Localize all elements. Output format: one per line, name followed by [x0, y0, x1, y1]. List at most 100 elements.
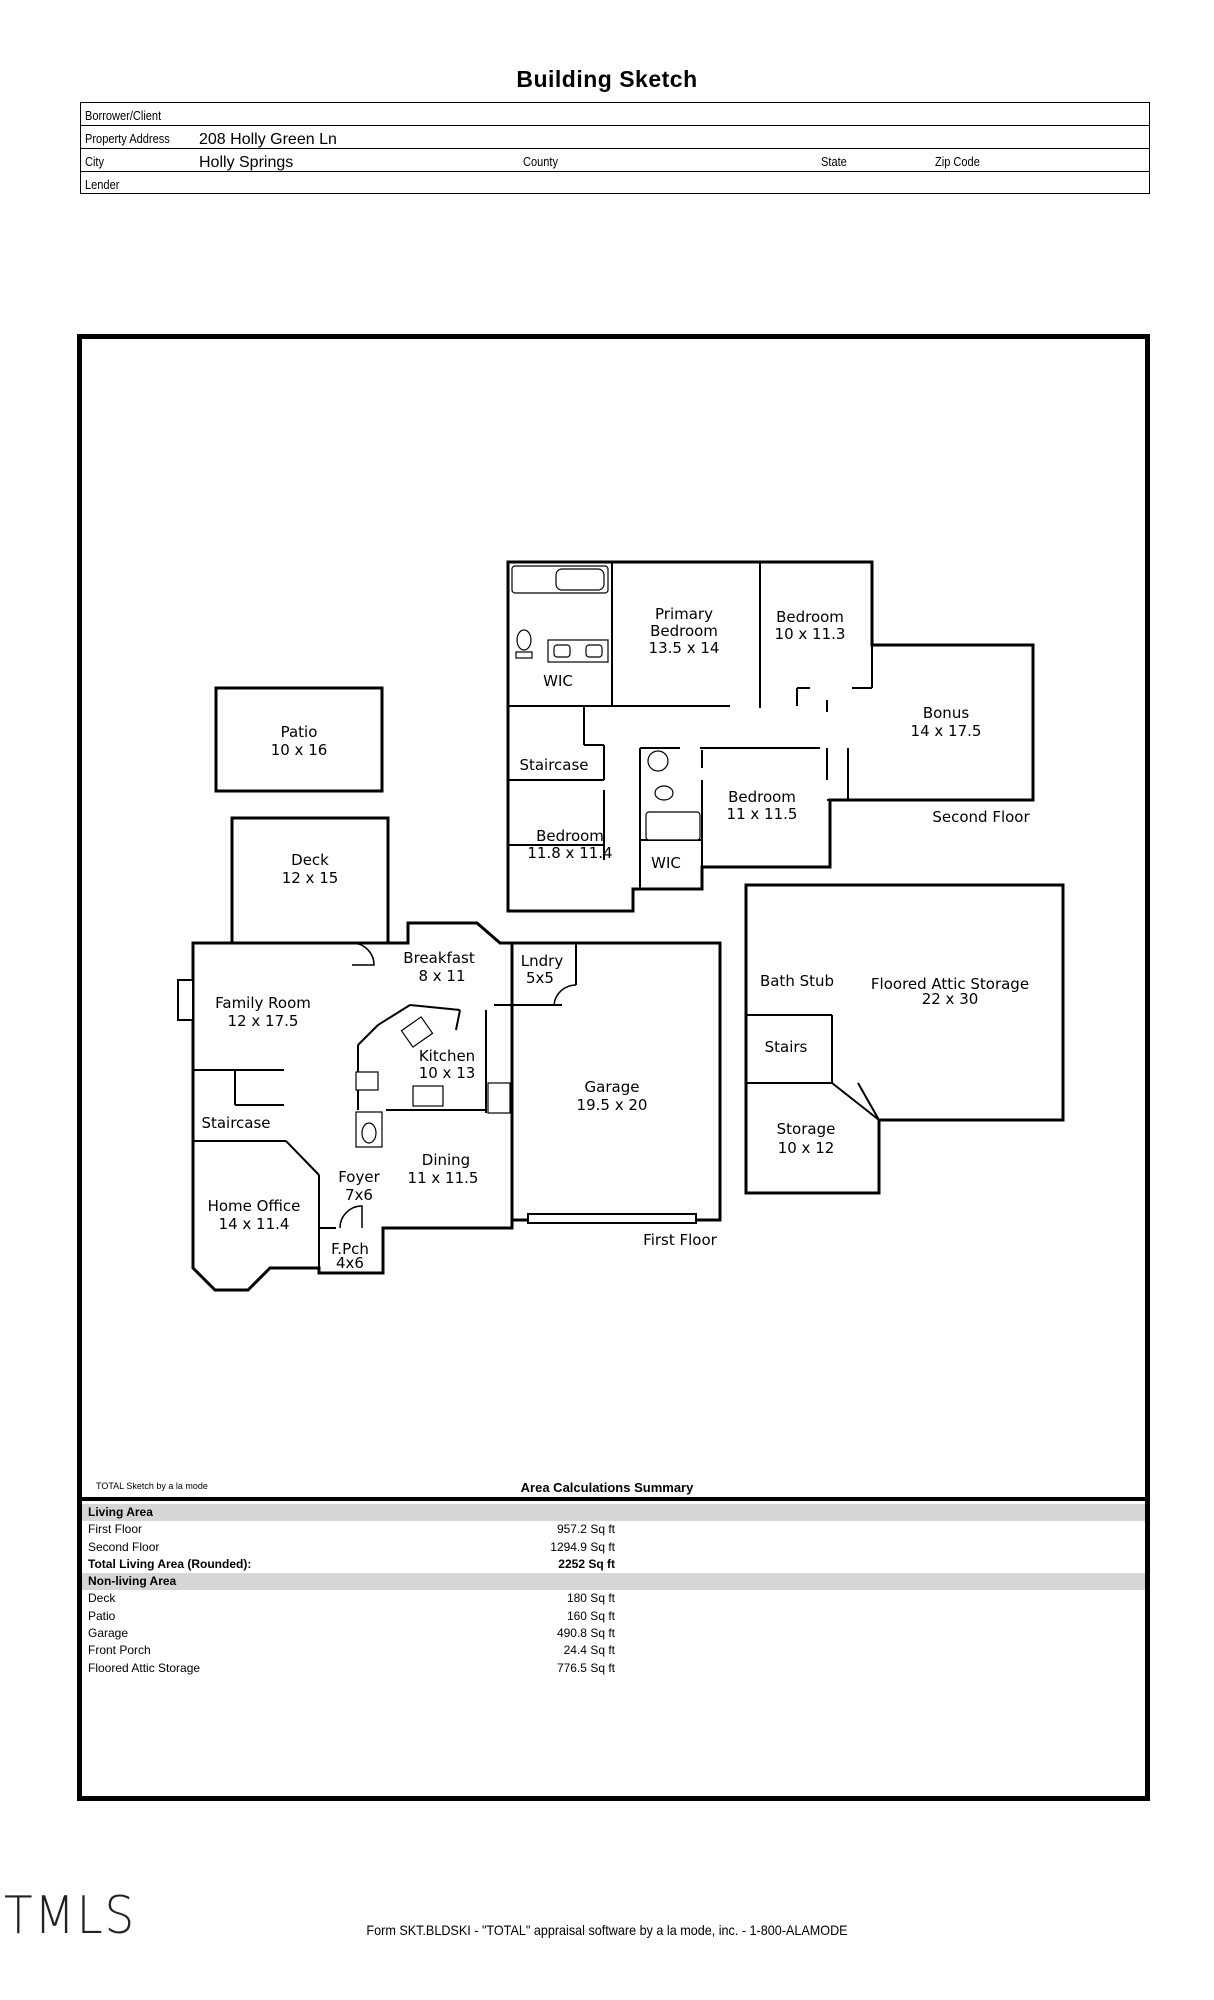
door-swing — [339, 1205, 363, 1229]
room-laundry-size: 5x5 — [526, 969, 554, 987]
room-home-office: Home Office — [208, 1197, 301, 1215]
room-stairs: Stairs — [765, 1038, 808, 1056]
summary-divider — [77, 1497, 1150, 1501]
room-foyer: Foyer — [338, 1168, 380, 1186]
sink — [647, 750, 669, 772]
bathtub — [645, 811, 701, 841]
bathtub-inner — [555, 568, 605, 591]
toilet — [654, 785, 674, 801]
sink — [355, 1071, 379, 1091]
room-home-office-size: 14 x 11.4 — [219, 1215, 290, 1233]
sketch-frame — [77, 334, 1150, 1801]
lender-row: Lender — [81, 172, 1149, 195]
room-family: Family Room — [215, 994, 311, 1012]
room-dining: Dining — [422, 1151, 470, 1169]
room-laundry: Lndry — [521, 952, 564, 970]
address-label: Property Address — [85, 131, 170, 146]
address-row: Property Address 208 Holly Green Ln — [81, 126, 1149, 149]
room-storage-size: 10 x 12 — [778, 1139, 835, 1157]
room-staircase-lower: Staircase — [201, 1114, 270, 1132]
room-bedroom-c: Bedroom — [536, 827, 604, 845]
room-bedroom-c-size: 11.8 x 11.4 — [527, 844, 612, 862]
summary-title: Area Calculations Summary — [520, 1480, 694, 1495]
lender-label: Lender — [85, 177, 120, 192]
nonliving-area-header: Non-living Area — [82, 1573, 1145, 1591]
wall — [455, 1009, 461, 1031]
toilet — [361, 1122, 377, 1144]
first-floor-outline — [191, 921, 722, 1292]
second-floor-outline — [506, 560, 1035, 913]
room-bedroom-b: Bedroom — [728, 788, 796, 806]
patio-outline — [214, 686, 384, 793]
room-front-porch: F.Pch — [331, 1240, 369, 1258]
door-swing — [553, 984, 577, 1006]
room-bedroom-a: Bedroom — [776, 608, 844, 626]
sink — [553, 644, 571, 658]
living-area-header: Living Area — [82, 1504, 1145, 1522]
wall — [857, 1082, 880, 1121]
room-patio: Patio — [281, 723, 318, 741]
wall — [357, 1024, 379, 1046]
property-header-table: Borrower/Client Property Address 208 Hol… — [80, 102, 1150, 194]
room-bath-stub: Bath Stub — [760, 972, 834, 990]
city-row: City Holly Springs County State Zip Code — [81, 149, 1149, 172]
room-family-size: 12 x 17.5 — [228, 1012, 299, 1030]
room-deck: Deck — [291, 851, 329, 869]
county-label: County — [523, 154, 559, 169]
room-primary-bedroom-l2: Bedroom — [650, 622, 718, 640]
wall — [285, 1140, 320, 1176]
toilet — [516, 629, 532, 651]
borrower-label: Borrower/Client — [85, 108, 162, 123]
state-label: State — [821, 154, 847, 169]
room-primary-bedroom-l1: Primary — [655, 605, 713, 623]
address-value: 208 Holly Green Ln — [199, 131, 337, 148]
room-kitchen: Kitchen — [419, 1047, 475, 1065]
room-primary-bedroom-size: 13.5 x 14 — [649, 639, 720, 657]
sink — [585, 644, 603, 658]
room-attic: Floored Attic Storage — [871, 975, 1029, 993]
room-breakfast-size: 8 x 11 — [418, 967, 465, 985]
fridge — [487, 1082, 511, 1114]
room-wic-upper: WIC — [543, 672, 573, 690]
room-foyer-size: 7x6 — [345, 1186, 373, 1204]
toilet-tank — [515, 651, 533, 659]
room-bonus: Bonus — [923, 704, 969, 722]
sink — [400, 1016, 434, 1048]
form-footer: Form SKT.BLDSKI - "TOTAL" appraisal soft… — [366, 1922, 848, 1938]
city-value: Holly Springs — [199, 154, 294, 171]
room-bedroom-b-size: 11 x 11.5 — [727, 805, 798, 823]
room-bedroom-a-size: 10 x 11.3 — [775, 625, 846, 643]
sketch-credit: TOTAL Sketch by a la mode — [96, 1481, 208, 1491]
room-wic-lower: WIC — [651, 854, 681, 872]
wall — [377, 1004, 411, 1026]
floor-plan: Primary Bedroom 13.5 x 14 Bedroom 10 x 1… — [177, 560, 1065, 1292]
wall — [831, 1082, 880, 1121]
room-front-porch-size: 4x6 — [336, 1254, 364, 1272]
room-dining-size: 11 x 11.5 — [408, 1169, 479, 1187]
second-floor-label: Second Floor — [932, 808, 1030, 826]
zip-label: Zip Code — [935, 154, 980, 169]
page-title: Building Sketch — [516, 66, 698, 92]
room-breakfast: Breakfast — [403, 949, 475, 967]
room-bonus-size: 14 x 17.5 — [911, 722, 982, 740]
wall — [409, 1004, 461, 1011]
room-attic-size: 22 x 30 — [922, 990, 979, 1008]
door-swing — [351, 942, 375, 966]
city-label: City — [85, 154, 105, 169]
cooktop — [412, 1085, 444, 1107]
borrower-row: Borrower/Client — [81, 103, 1149, 126]
room-storage: Storage — [777, 1120, 836, 1138]
garage-door — [527, 1213, 697, 1224]
room-patio-size: 10 x 16 — [271, 741, 328, 759]
tmls-logo: TMLS — [4, 1886, 136, 1946]
room-garage-size: 19.5 x 20 — [577, 1096, 648, 1114]
room-kitchen-size: 10 x 13 — [419, 1064, 476, 1082]
